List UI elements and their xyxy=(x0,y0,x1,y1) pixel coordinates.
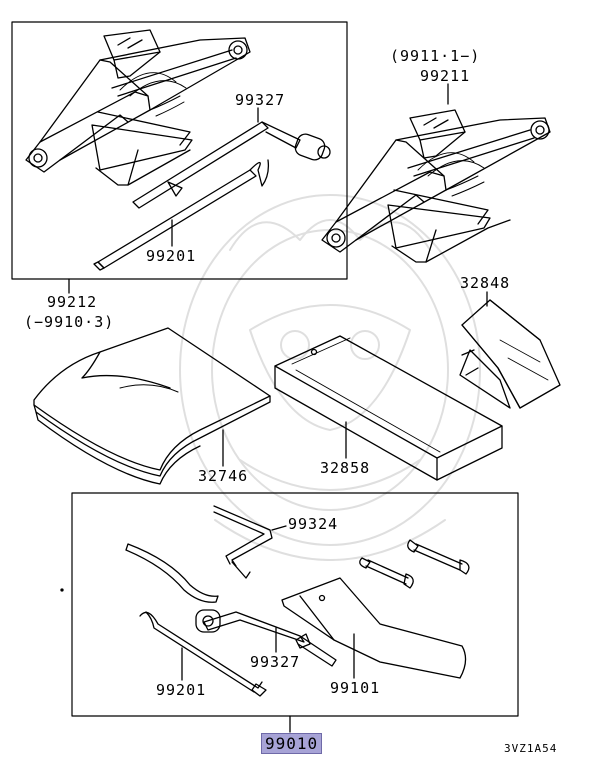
label-99201-top: 99201 xyxy=(146,247,197,265)
label-32746: 32746 xyxy=(198,467,249,485)
jack-handle-icon xyxy=(132,121,331,209)
label-99010[interactable]: 99010 xyxy=(261,733,323,754)
label-99211: 99211 xyxy=(420,67,471,85)
l-handle-icon xyxy=(213,505,273,579)
watermark-emblem xyxy=(179,194,481,561)
wheel-chock-icon xyxy=(459,299,561,409)
tool-kit-frame xyxy=(71,492,519,717)
tool-bag-icon xyxy=(33,327,271,485)
label-32858: 32858 xyxy=(320,459,371,477)
scissor-jack-icon xyxy=(25,29,251,186)
jack-kit-frame-early xyxy=(11,21,348,280)
tool-box-icon xyxy=(274,335,503,481)
jack-rod-icon xyxy=(93,159,270,271)
tool-bag-icon xyxy=(281,577,467,679)
label-99324: 99324 xyxy=(288,515,339,533)
pry-bar-icon xyxy=(125,543,219,603)
label-99327-top: 99327 xyxy=(235,91,286,109)
label-99101: 99101 xyxy=(330,679,381,697)
label-99327-bottom: 99327 xyxy=(250,653,301,671)
label-99211-range: (9911·1−) xyxy=(390,47,481,65)
jack-rod-icon xyxy=(139,611,267,697)
diagram-code: 3VZ1A54 xyxy=(504,742,558,755)
open-end-wrench-icon xyxy=(359,539,470,589)
label-32848: 32848 xyxy=(460,274,511,292)
label-99201-bottom: 99201 xyxy=(156,681,207,699)
label-99212-range: (−9910·3) xyxy=(24,313,115,331)
scissor-jack-icon xyxy=(321,109,551,263)
jack-handle-icon xyxy=(195,609,337,667)
label-99212: 99212 xyxy=(47,293,98,311)
